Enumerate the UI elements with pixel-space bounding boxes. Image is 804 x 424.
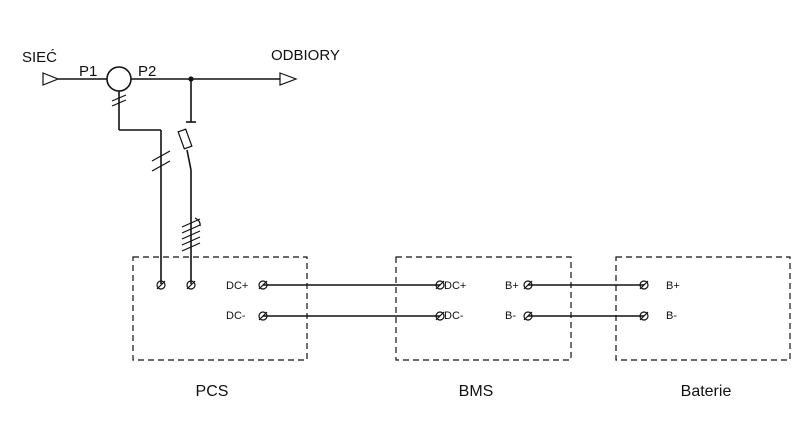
pcs-block-label: PCS bbox=[196, 383, 229, 400]
current-transformer-icon bbox=[106, 66, 132, 92]
terminal-icon bbox=[639, 280, 649, 290]
bms-block-label: BMS bbox=[459, 383, 494, 400]
p1-label: P1 bbox=[79, 63, 97, 80]
terminal-icon bbox=[156, 280, 166, 290]
dc-link-pcs-bms bbox=[263, 284, 440, 317]
bms-b-minus-label: B- bbox=[505, 310, 516, 322]
pcs-dc-minus-label: DC- bbox=[226, 310, 246, 322]
pcs-block bbox=[132, 256, 308, 361]
pcs-dc-plus-label: DC+ bbox=[226, 280, 248, 292]
terminal-icon bbox=[258, 280, 268, 290]
loads-label: ODBIORY bbox=[271, 47, 340, 64]
fused-power-branch bbox=[177, 79, 201, 284]
bms-dc-plus-label: DC+ bbox=[444, 280, 466, 292]
terminal-icon bbox=[258, 311, 268, 321]
pcs-ac-terminals bbox=[156, 280, 196, 290]
source-label: SIEĆ bbox=[22, 49, 57, 66]
bms-block bbox=[395, 256, 572, 361]
battery-b-plus-label: B+ bbox=[666, 280, 680, 292]
p2-label: P2 bbox=[138, 63, 156, 80]
terminal-icon bbox=[435, 280, 445, 290]
terminal-icon bbox=[523, 280, 533, 290]
loads-arrow-icon bbox=[279, 72, 298, 86]
fuse-icon bbox=[177, 128, 193, 150]
dc-terminals bbox=[258, 280, 649, 321]
source-arrow-icon bbox=[42, 72, 60, 86]
terminal-icon bbox=[523, 311, 533, 321]
terminal-icon bbox=[639, 311, 649, 321]
ct-measurement-wire bbox=[111, 91, 171, 284]
battery-block bbox=[615, 256, 791, 361]
bms-dc-minus-label: DC- bbox=[444, 310, 464, 322]
dc-link-bms-battery bbox=[528, 284, 644, 317]
terminal-icon bbox=[186, 280, 196, 290]
terminal-icon bbox=[435, 311, 445, 321]
bms-b-plus-label: B+ bbox=[505, 280, 519, 292]
battery-block-label: Baterie bbox=[681, 383, 732, 400]
battery-b-minus-label: B- bbox=[666, 310, 677, 322]
multi-conductor-marks bbox=[181, 217, 201, 252]
